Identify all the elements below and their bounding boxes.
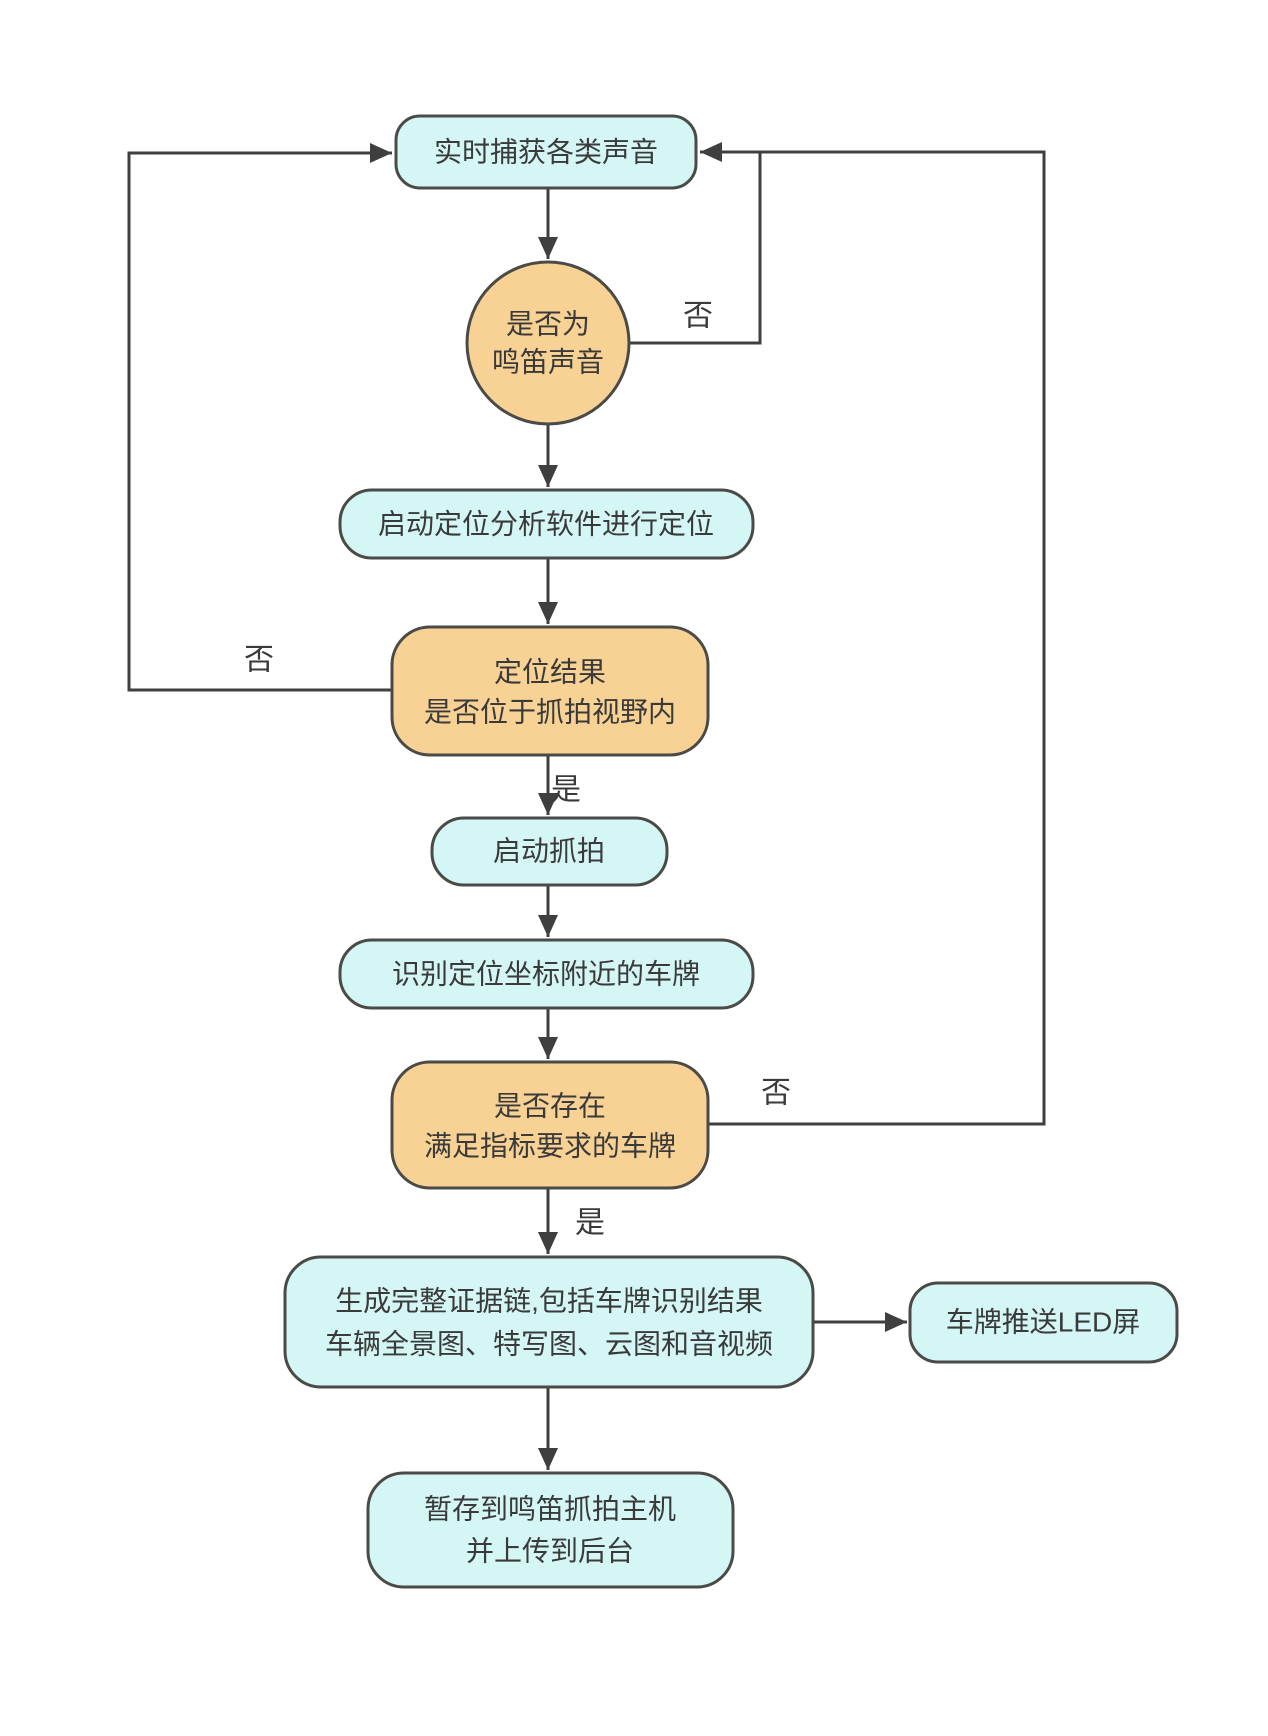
node-plate-match-shape [390,1060,710,1190]
label-no-platematch: 否 [761,1077,791,1110]
node-led-push-shape [908,1281,1179,1364]
node-store-upload-shape [366,1471,735,1589]
node-in-view-shape [390,625,710,757]
node-recognize-plate-shape [338,938,755,1010]
label-no-ishorn: 否 [683,300,713,333]
node-capture-sound-label: 实时捕获各类声音 [434,137,658,168]
node-evidence-chain: 生成完整证据链,包括车牌识别结果 车辆全景图、特写图、云图和音视频 [283,1255,815,1389]
node-plate-match-line1: 是否存在 [494,1091,606,1122]
node-plate-match-decision: 是否存在 满足指标要求的车牌 [390,1060,710,1190]
edge-inview-no-loop [127,143,392,692]
node-led-push-label: 车牌推送LED屏 [946,1307,1140,1338]
node-is-horn-decision: 是否为 鸣笛声音 [465,260,631,426]
node-start-capture-label: 启动抓拍 [493,836,605,867]
node-in-view-decision: 定位结果 是否位于抓拍视野内 [390,625,710,757]
node-locate-label: 启动定位分析软件进行定位 [378,509,714,540]
edge-ishorn-no-branch [628,151,762,345]
node-store-upload-line2: 并上传到后台 [466,1536,634,1567]
node-is-horn-line2: 鸣笛声音 [492,347,604,378]
node-start-capture-shape [430,816,669,887]
node-store-upload-line1: 暂存到鸣笛抓拍主机 [424,1494,676,1525]
node-is-horn-shape [465,260,631,426]
node-in-view-line2: 是否位于抓拍视野内 [424,697,676,728]
edge-platematch-no-loop [700,142,1046,1126]
label-no-inview: 否 [244,644,274,677]
node-evidence-chain-shape [283,1255,815,1389]
node-store-upload: 暂存到鸣笛抓拍主机 并上传到后台 [366,1471,735,1589]
label-yes-inview: 是 [551,774,581,807]
node-recognize-plate-label: 识别定位坐标附近的车牌 [392,959,700,990]
node-capture-sound: 实时捕获各类声音 [394,114,698,190]
node-capture-sound-shape [394,114,698,190]
node-in-view-line1: 定位结果 [494,657,606,688]
node-evidence-chain-line2: 车辆全景图、特写图、云图和音视频 [325,1329,773,1360]
node-plate-match-line2: 满足指标要求的车牌 [424,1131,676,1162]
node-locate-shape [338,488,755,560]
node-evidence-chain-line1: 生成完整证据链,包括车牌识别结果 [335,1286,763,1317]
label-yes-platematch: 是 [575,1207,605,1240]
node-led-push: 车牌推送LED屏 [908,1281,1179,1364]
node-recognize-plate: 识别定位坐标附近的车牌 [338,938,755,1010]
node-is-horn-line1: 是否为 [506,309,590,340]
node-locate: 启动定位分析软件进行定位 [338,488,755,560]
node-start-capture: 启动抓拍 [430,816,669,887]
